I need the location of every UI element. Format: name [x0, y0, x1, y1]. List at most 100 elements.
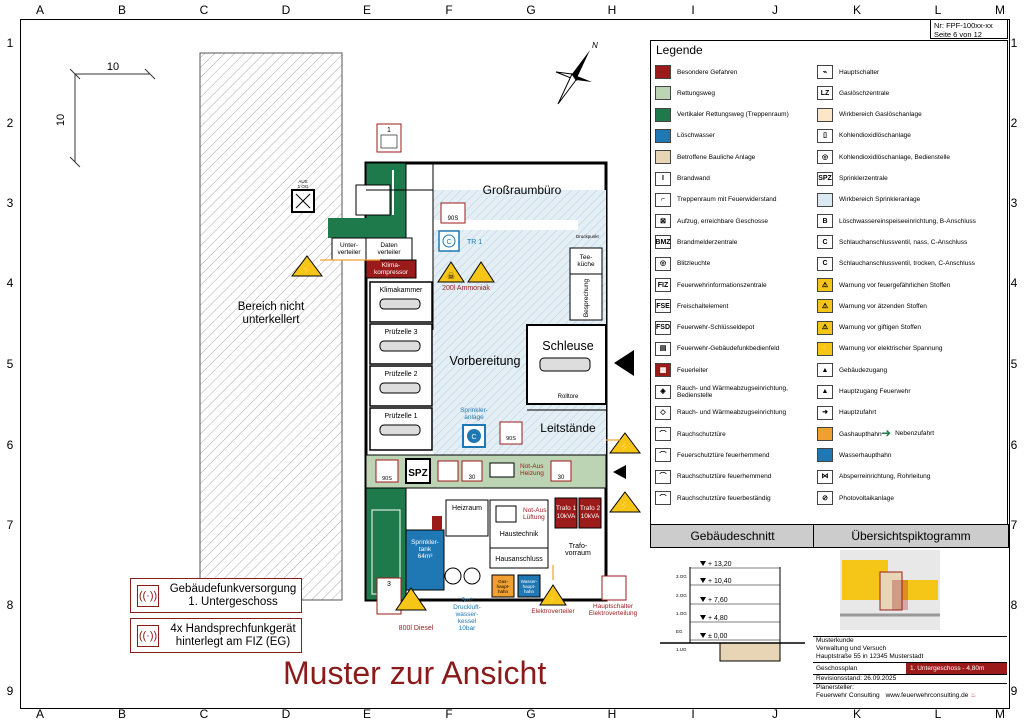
legend-right-item-14: ▲Gebäudezugang [817, 361, 887, 379]
room-vorbereitung: Vorbereitung [450, 354, 521, 368]
legend-swatch: FSD [655, 320, 671, 335]
legend-label: Rettungsweg [677, 89, 715, 97]
legend-swatch: FSE [655, 299, 671, 314]
legend-swatch [817, 448, 833, 463]
legend-label: Feuerleiter [677, 366, 709, 374]
svg-text:N: N [592, 41, 598, 50]
grid-col-top-F: F [445, 3, 453, 17]
legend-label: Feuerwehrinformationszentrale [677, 281, 767, 289]
stair-bottom-number: 3 [387, 581, 391, 588]
section-level-1: + 10,40 [708, 578, 732, 585]
legend-swatch: C [817, 256, 833, 271]
unit-name: Verwaltung und Versuch [816, 645, 887, 652]
grid-row-right-2: 2 [1010, 116, 1018, 130]
legend-label: Warnung vor feuergefährlichen Stoffen [839, 281, 951, 289]
legend-left-item-14: ▦Feuerleiter [655, 361, 708, 379]
legend-right-item-15: ▲Hauptzugang Feuerwehr [817, 383, 911, 401]
grid-col-bottom-K: K [852, 707, 861, 721]
non-basement-area [199, 52, 343, 601]
legend-left-item-9: ◎Blitzleuchte [655, 255, 710, 273]
legend-right-item-12: ⚠Warnung vor giftigen Stoffen [817, 319, 921, 337]
legend-left-item-20: ⌒ Rauchschutztüre feuerbeständig [655, 489, 771, 507]
legend-label: Warnung vor ätzenden Stoffen [839, 302, 927, 310]
grid-col-top-B: B [117, 3, 126, 17]
legend-swatch [655, 150, 671, 165]
legend-left-item-18: ⌒Feuerschutztüre feuerhemmend [655, 446, 770, 464]
legend-right-item-17: Gashaupthahn [817, 425, 882, 443]
legend-left-item-3: Löschwasser [655, 127, 715, 145]
svg-text:Elektroverteiler: Elektroverteiler [531, 608, 575, 615]
legend-label: Gashaupthahn [839, 430, 882, 438]
grid-row-left-9: 9 [6, 684, 14, 698]
legend-label: Rauchschutztüre feuerbeständig [677, 494, 771, 502]
legend-swatch [817, 427, 833, 442]
grid-row-left-4: 4 [6, 276, 14, 290]
grid-col-top-A: A [35, 3, 44, 17]
legend-label: Rauch- und Wärmeabzugseinrichtung [677, 409, 787, 417]
watermark-text: Muster zur Ansicht [283, 655, 547, 691]
legend-title: Legende [656, 43, 703, 57]
legend-left-item-1: Rettungsweg [655, 84, 715, 102]
section-floor-1: 2.OG [676, 593, 687, 598]
legend-label: Warnung vor elektrischer Spannung [839, 345, 943, 353]
legend-label: Wasserhaupthahn [839, 451, 892, 459]
svg-text:Gas-haupt-hahn: Gas-haupt-hahn [497, 579, 510, 594]
legend-label: Sprinklerzentrale [839, 175, 888, 182]
section-level-2: + 7,60 [708, 597, 728, 604]
svg-text:⚡: ⚡ [619, 499, 631, 512]
legend-right-item-4: ◎Kohlendioxidlöschanlage, Bedienstelle [817, 148, 950, 166]
legend-swatch: ◎ [817, 150, 833, 165]
legend-swatch [817, 192, 833, 207]
radio-coverage-text: Gebäudefunkversorgung 1. Untergeschoss [169, 582, 297, 608]
radio-coverage-box: ((·)) Gebäudefunkversorgung 1. Untergesc… [130, 578, 302, 613]
legend-swatch: SPZ [817, 171, 833, 186]
legend-swatch: ⌒ [655, 427, 671, 442]
legend-right-item-20: ⊘Photovoltaikanlage [817, 489, 894, 507]
legend-label: Wirkbereich Sprinkleranlage [839, 196, 921, 204]
svg-text:⚡: ⚡ [619, 440, 631, 453]
grid-row-right-7: 7 [1010, 518, 1018, 532]
grid-col-top-H: H [607, 3, 617, 17]
stair-top-number: 1 [387, 127, 391, 134]
grid-col-bottom-C: C [199, 707, 209, 721]
grid-col-bottom-F: F [445, 707, 453, 721]
legend-label: Rauchschutztüre [677, 430, 726, 438]
legend-right-item-2: Wirkbereich Gaslöschanlage [817, 106, 922, 124]
legend-label: Schlauchanschlussventil, nass, C-Anschlu… [839, 238, 968, 246]
title-block: Musterkunde Verwaltung und Versuch Haupt… [813, 636, 1007, 708]
section-header: Gebäudeschnitt [650, 524, 815, 548]
legend-label: Feuerschutztüre feuerhemmend [677, 451, 770, 459]
legend-left-item-19: ⌒Rauchschutztüre feuerhemmend [655, 468, 771, 486]
electric-warning-icon [291, 255, 323, 277]
grid-col-top-K: K [852, 3, 861, 17]
legend-swatch [655, 65, 671, 79]
fire-access-main-icon [614, 350, 634, 376]
legend-swatch: ⌒ [655, 491, 671, 505]
svg-text:AUS: AUS [298, 179, 307, 184]
section-level-4: ± 0,00 [708, 633, 728, 640]
legend-swatch: ◇ [655, 405, 671, 420]
grid-row-right-3: 3 [1010, 196, 1018, 210]
grid-col-bottom-D: D [281, 707, 291, 721]
address: Hauptstraße 55 in 12345 Musterstadt [816, 653, 924, 660]
legend-right-item-19: ⋈Absperreinrichtung, Rohrleitung [817, 468, 930, 486]
legend-label: Hauptzugang Feuerwehr [839, 388, 911, 395]
legend-label: Warnung vor giftigen Stoffen [839, 324, 922, 332]
author-name: Feuerwehr Consulting [816, 692, 880, 699]
legend-label: Feuerwehr-Gebäudefunkbedienfeld [677, 345, 780, 353]
legend-label: Brandmelderzentrale [677, 238, 738, 246]
legend-swatch: ⊘ [817, 491, 833, 505]
radio-icon: ((·)) [137, 584, 159, 607]
legend-swatch: ▯ [817, 128, 833, 143]
legend-left-item-13: ▤Feuerwehr-Gebäudefunkbedienfeld [655, 340, 779, 358]
svg-text:Prüfzelle 2: Prüfzelle 2 [384, 371, 417, 378]
legend-label: Freischaltelement [677, 302, 729, 310]
svg-text:Unter-verteiler: Unter-verteiler [337, 242, 361, 256]
revision: Revisionsstand: 26.09.2025 [813, 674, 1007, 683]
legend-label: Treppenraum mit Feuerwiderstand [677, 196, 777, 204]
legend-label: Blitzleuchte [677, 260, 711, 268]
overview-pictogram [840, 550, 940, 630]
